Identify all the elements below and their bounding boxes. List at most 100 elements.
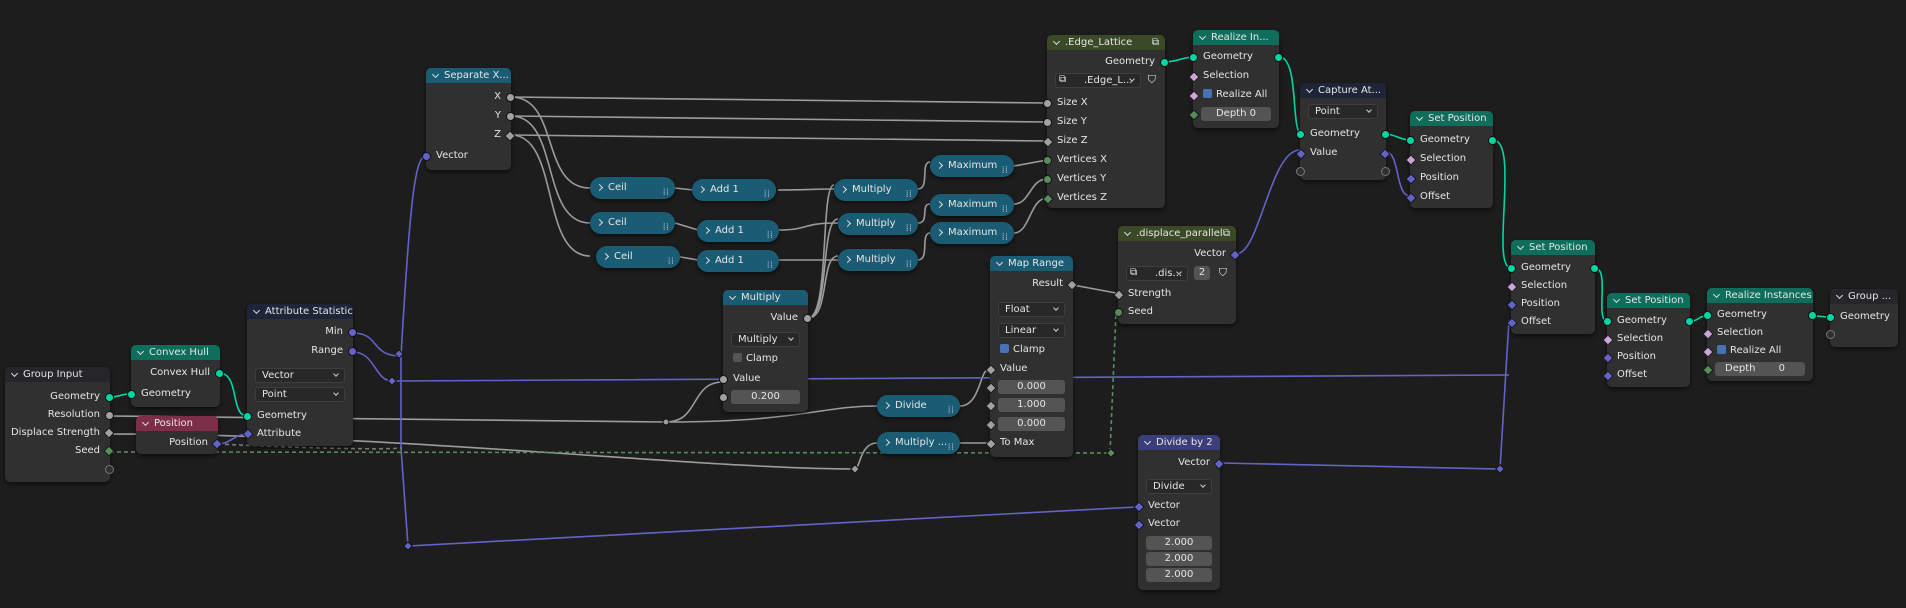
- node-header[interactable]: Multiply: [723, 290, 808, 305]
- from-min-field[interactable]: 0.000: [998, 380, 1065, 394]
- node-header[interactable]: Convex Hull: [131, 345, 220, 360]
- socket-vector-in[interactable]: [422, 152, 431, 161]
- realize-instances-node[interactable]: Realize Instances Geometry Selection Rea…: [1702, 288, 1817, 381]
- separate-xyz-node[interactable]: Separate X... X Y Z Vector: [422, 68, 516, 170]
- group-input-node[interactable]: Group Input Geometry Resolution Displace…: [5, 367, 115, 482]
- vector-z-field[interactable]: 2.000: [1146, 568, 1212, 582]
- capture-attribute-node[interactable]: Capture At... Point Geometry Value: [1295, 83, 1391, 180]
- attribute-statistic-node[interactable]: Attribute Statistic Min Range Vector Poi…: [242, 304, 357, 446]
- divide-node[interactable]: Divide⁞⁞: [877, 395, 960, 417]
- grip-icon[interactable]: ⁞⁞: [1001, 204, 1008, 215]
- socket-x[interactable]: [506, 93, 515, 102]
- node-header[interactable]: .Edge_Lattice⧉: [1047, 35, 1165, 50]
- socket-geometry-in[interactable]: [1826, 313, 1835, 322]
- group-selector[interactable]: .dis...: [1126, 266, 1188, 281]
- grip-icon[interactable]: ⁞⁞: [905, 189, 912, 200]
- socket-geometry-in[interactable]: [127, 390, 136, 399]
- user-count[interactable]: 2: [1194, 266, 1210, 280]
- clamp-checkbox[interactable]: Clamp: [990, 343, 1073, 357]
- socket-range[interactable]: [348, 347, 357, 356]
- socket-geometry-out[interactable]: [1590, 264, 1599, 273]
- node-header[interactable]: Attribute Statistic: [247, 304, 353, 319]
- grip-icon[interactable]: ⁞⁞: [766, 260, 773, 271]
- position-node[interactable]: Position Position: [136, 416, 223, 454]
- multiply-node-1[interactable]: Multiply⁞⁞: [834, 179, 918, 201]
- ceil-node-2[interactable]: Ceil⁞⁞: [590, 212, 675, 234]
- socket-geometry-out[interactable]: [1274, 53, 1283, 62]
- socket-geometry-in[interactable]: [1406, 136, 1415, 145]
- edge-lattice-node[interactable]: .Edge_Lattice⧉ Geometry .Edge_L... ⧉ ⛉ S…: [1042, 35, 1169, 208]
- socket-geometry-out[interactable]: [1685, 317, 1694, 326]
- add1-node-3[interactable]: Add 1⁞⁞: [697, 250, 779, 272]
- socket-geometry-in[interactable]: [1507, 264, 1516, 273]
- multiply-node-3[interactable]: Multiply⁞⁞: [838, 249, 918, 271]
- node-header[interactable]: Position: [136, 416, 218, 431]
- socket-geometry-in[interactable]: [1703, 311, 1712, 320]
- checkbox-icon[interactable]: [1717, 345, 1726, 354]
- operation-dropdown[interactable]: Multiply: [731, 332, 800, 347]
- node-header[interactable]: Realize In...: [1193, 30, 1279, 45]
- socket-geometry-out[interactable]: [1381, 130, 1390, 139]
- maximum-node-2[interactable]: Maximum⁞⁞: [930, 194, 1014, 216]
- node-header[interactable]: Set Position: [1410, 111, 1493, 126]
- socket-empty[interactable]: [105, 465, 114, 474]
- socket-geometry-out[interactable]: [1488, 136, 1497, 145]
- node-header[interactable]: Separate X...: [426, 68, 511, 83]
- node-header[interactable]: Group Input: [5, 367, 110, 382]
- socket-size-x[interactable]: [1043, 99, 1052, 108]
- grip-icon[interactable]: ⁞⁞: [947, 405, 954, 416]
- vector-x-field[interactable]: 2.000: [1146, 536, 1212, 550]
- multiply-math-node[interactable]: Multiply Value Multiply Clamp Value 0.20…: [719, 290, 812, 412]
- node-header[interactable]: Divide by 2: [1138, 435, 1220, 450]
- clamp-checkbox[interactable]: Clamp: [723, 352, 808, 366]
- checkbox-icon[interactable]: [1000, 344, 1009, 353]
- data-type-dropdown[interactable]: Float: [998, 302, 1065, 317]
- realize-instances-node-top[interactable]: Realize In... Geometry Selection Realize…: [1188, 30, 1283, 128]
- socket-geometry[interactable]: [105, 393, 114, 402]
- socket-convex-hull[interactable]: [215, 369, 224, 378]
- socket-geometry-in[interactable]: [243, 412, 252, 421]
- socket-geometry-in[interactable]: [1296, 130, 1305, 139]
- to-min-field[interactable]: 0.000: [998, 417, 1065, 431]
- socket-min[interactable]: [348, 328, 357, 337]
- socket-geometry-in[interactable]: [1189, 53, 1198, 62]
- grip-icon[interactable]: ⁞⁞: [763, 189, 770, 200]
- multiply-node-2[interactable]: Multiply⁞⁞: [838, 213, 918, 235]
- domain-dropdown[interactable]: Point: [255, 387, 345, 402]
- grip-icon[interactable]: ⁞⁞: [1001, 165, 1008, 176]
- socket-value-out[interactable]: [803, 314, 812, 323]
- convex-hull-node[interactable]: Convex Hull Convex Hull Geometry: [127, 345, 224, 407]
- depth-field[interactable]: Depth 0: [1201, 107, 1271, 121]
- socket-seed[interactable]: [1114, 308, 1123, 317]
- map-range-node[interactable]: Map Range Result Float Linear Clamp Valu…: [985, 256, 1078, 457]
- node-header[interactable]: Set Position: [1607, 293, 1690, 308]
- socket-empty-out[interactable]: [1381, 167, 1390, 176]
- data-type-dropdown[interactable]: Vector: [255, 368, 345, 383]
- from-max-field[interactable]: 1.000: [998, 398, 1065, 412]
- realize-all-checkbox[interactable]: Realize All: [1193, 88, 1279, 102]
- socket-geometry-out[interactable]: [1808, 311, 1817, 320]
- node-header[interactable]: .displace_parallel⧉: [1118, 226, 1236, 241]
- ceil-node-1[interactable]: Ceil⁞⁞: [590, 177, 675, 199]
- socket-empty[interactable]: [1296, 167, 1305, 176]
- maximum-node-1[interactable]: Maximum⁞⁞: [930, 155, 1014, 177]
- realize-all-checkbox[interactable]: Realize All: [1707, 344, 1813, 358]
- displace-parallel-node[interactable]: .displace_parallel⧉ Vector .dis... ⧉ 2 ⛉…: [1113, 226, 1241, 324]
- socket-resolution[interactable]: [105, 411, 114, 420]
- socket-geometry-in[interactable]: [1603, 317, 1612, 326]
- node-header[interactable]: Map Range: [990, 256, 1073, 271]
- shield-icon[interactable]: ⛉: [1147, 73, 1156, 86]
- divide-by-2-node[interactable]: Divide by 2 Vector Divide Vector Vector …: [1133, 435, 1225, 590]
- socket-vertices-y[interactable]: [1043, 175, 1052, 184]
- shield-icon[interactable]: ⛉: [1218, 266, 1227, 279]
- add1-node-2[interactable]: Add 1⁞⁞: [697, 220, 779, 242]
- grip-icon[interactable]: ⁞⁞: [662, 222, 669, 233]
- grip-icon[interactable]: ⁞⁞: [662, 187, 669, 198]
- socket-value-in[interactable]: [719, 375, 728, 384]
- multiply-small-node[interactable]: Multiply ...⁞⁞: [877, 432, 960, 454]
- socket-vertices-x[interactable]: [1043, 156, 1052, 165]
- domain-dropdown[interactable]: Point: [1308, 104, 1378, 119]
- socket-size-y[interactable]: [1043, 118, 1052, 127]
- checkbox-icon[interactable]: [1203, 89, 1212, 98]
